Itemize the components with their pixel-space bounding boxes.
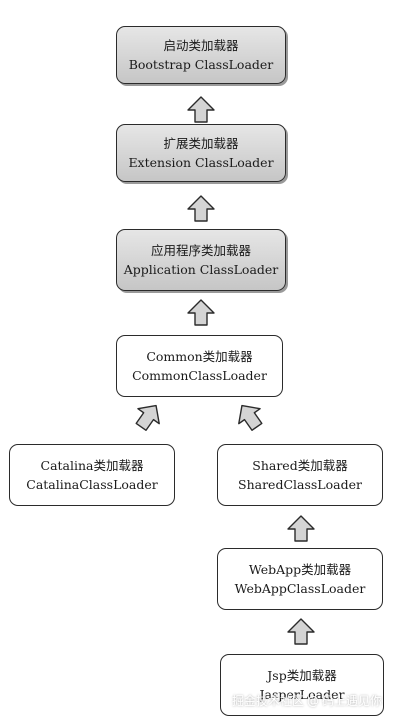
common-cn-label: Common类加载器 [146, 349, 253, 364]
application-en-label: Application ClassLoader [123, 262, 279, 277]
extension-cn-label: 扩展类加载器 [163, 136, 239, 151]
arrow-extension-to-bootstrap [187, 96, 215, 123]
arrow-jsp-to-webapp [287, 618, 315, 645]
jsp-classloader-box: Jsp类加载器 JasperLoader [220, 654, 384, 716]
catalina-classloader-box: Catalina类加载器 CatalinaClassLoader [9, 444, 175, 506]
watermark-author: 码上遇见你 [322, 694, 383, 708]
arrow-common-to-application [187, 299, 215, 326]
watermark: 掘金技术社区@码上遇见你 [232, 692, 382, 709]
watermark-at: @ [307, 694, 320, 708]
catalina-cn-label: Catalina类加载器 [40, 458, 144, 473]
common-en-label: CommonClassLoader [132, 368, 267, 383]
jsp-en-label: JasperLoader [259, 687, 345, 702]
catalina-en-label: CatalinaClassLoader [26, 477, 158, 492]
shared-cn-label: Shared类加载器 [252, 458, 348, 473]
jsp-cn-label: Jsp类加载器 [267, 668, 337, 683]
application-classloader-box: 应用程序类加载器 Application ClassLoader [116, 229, 286, 291]
bootstrap-classloader-box: 启动类加载器 Bootstrap ClassLoader [116, 26, 286, 84]
watermark-site: 掘金技术社区 [232, 694, 305, 708]
shared-classloader-box: Shared类加载器 SharedClassLoader [217, 444, 383, 506]
webapp-cn-label: WebApp类加载器 [248, 562, 352, 577]
extension-classloader-box: 扩展类加载器 Extension ClassLoader [116, 124, 286, 182]
application-cn-label: 应用程序类加载器 [150, 243, 251, 258]
webapp-classloader-box: WebApp类加载器 WebAppClassLoader [217, 548, 383, 610]
shared-en-label: SharedClassLoader [238, 477, 362, 492]
bootstrap-en-label: Bootstrap ClassLoader [128, 57, 274, 72]
arrow-shared-to-common [238, 404, 263, 431]
arrow-application-to-extension [187, 195, 215, 222]
bootstrap-cn-label: 启动类加载器 [163, 38, 239, 53]
arrow-catalina-to-common [135, 404, 160, 431]
arrow-webapp-to-shared [287, 515, 315, 542]
webapp-en-label: WebAppClassLoader [234, 581, 366, 596]
extension-en-label: Extension ClassLoader [128, 155, 274, 170]
common-classloader-box: Common类加载器 CommonClassLoader [116, 335, 283, 397]
